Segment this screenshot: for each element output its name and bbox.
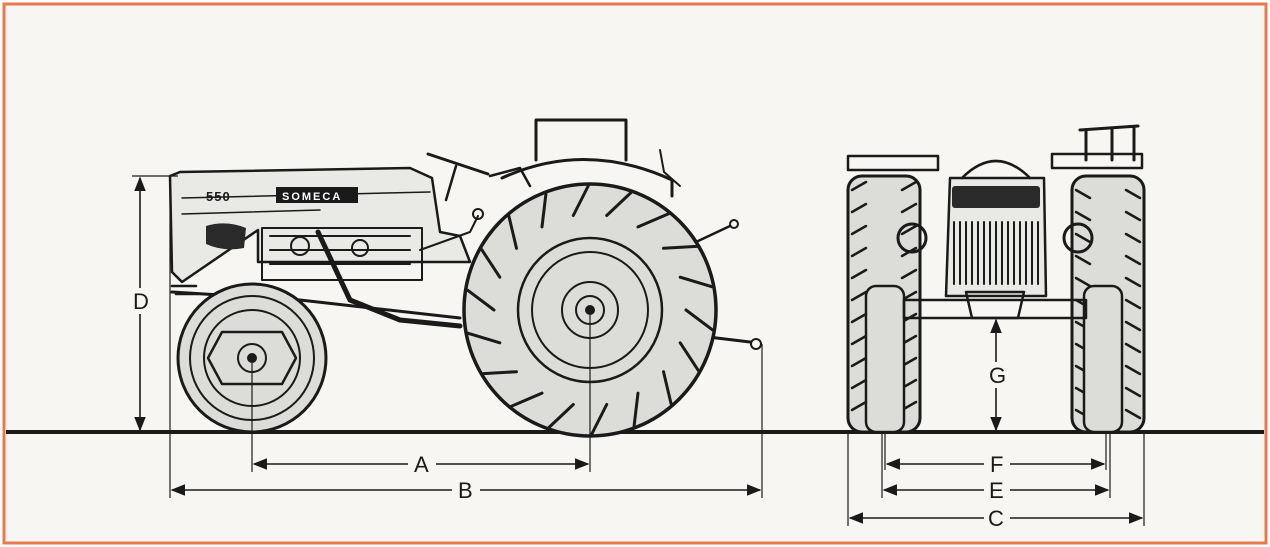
dimension-c-label: C [988, 506, 1004, 531]
brand-badge: SOMECA [282, 191, 342, 203]
dimension-lines: A B D G F E C [128, 175, 1145, 531]
engine-block [261, 208, 484, 329]
model-badge: 550 [206, 189, 231, 204]
dimension-e-label: E [989, 478, 1004, 503]
dimension-g-label: G [989, 363, 1006, 388]
dimension-d-label: D [133, 289, 149, 314]
dimension-b-label: B [458, 478, 473, 503]
tractor-front-view [846, 124, 1146, 434]
tractor-side-view: 550 SOMECA [168, 118, 762, 438]
dimension-f-label: F [990, 452, 1003, 477]
brand-badge-plate [276, 187, 358, 203]
dimension-a-label: A [414, 452, 429, 477]
